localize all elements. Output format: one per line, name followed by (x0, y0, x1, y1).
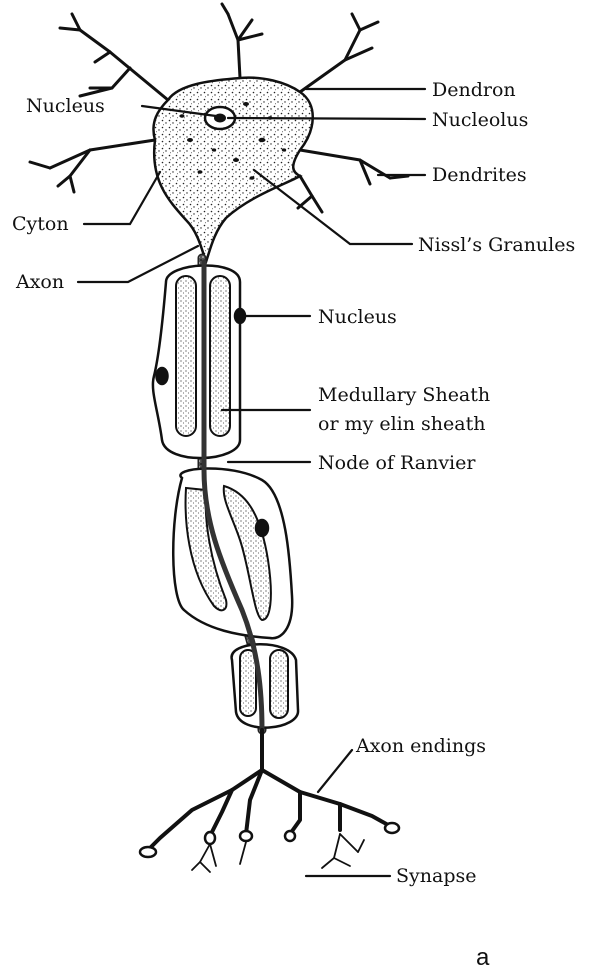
synaptic-fibers (192, 834, 364, 872)
terminal-buttons (140, 823, 399, 857)
axon-terminals (148, 730, 390, 850)
label-synapse: Synapse (396, 864, 476, 888)
label-myelin-sheath: or my elin sheath (318, 412, 485, 436)
label-dendrites: Dendrites (432, 163, 527, 187)
label-axon: Axon (16, 270, 64, 294)
myelin-sheath (153, 265, 298, 727)
nucleolus-shape (214, 114, 226, 123)
cyton-body (153, 78, 312, 262)
label-nissl-granules: Nissl’s Granules (418, 233, 575, 257)
label-nucleus-schwann: Nucleus (318, 305, 397, 329)
figure-caption: a (476, 944, 489, 972)
label-node-of-ranvier: Node of Ranvier (318, 451, 475, 475)
label-dendron: Dendron (432, 78, 516, 102)
label-nucleus: Nucleus (26, 94, 105, 118)
label-nucleolus: Nucleolus (432, 108, 528, 132)
label-cyton: Cyton (12, 212, 69, 236)
label-axon-endings: Axon endings (356, 734, 486, 758)
label-medullary-sheath: Medullary Sheath (318, 383, 490, 407)
